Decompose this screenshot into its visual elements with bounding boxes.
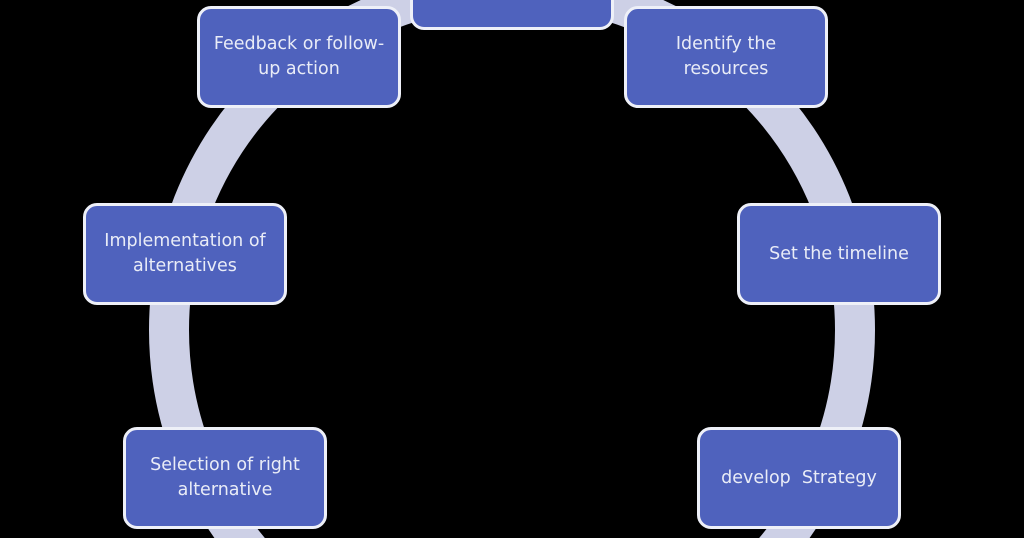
node-label: develop Strategy [721,467,877,488]
node-label: Set the timeline [769,243,909,264]
cycle-node-selection: Selection of right alternative [123,427,327,529]
cycle-node-feedback: Feedback or follow-up action [197,6,401,108]
node-label: Feedback or follow-up action [213,34,385,79]
node-label: Implementation of alternatives [104,231,266,276]
cycle-node-develop-strategy: develop Strategy [697,427,901,529]
node-label: Identify the resources [675,34,777,79]
cycle-node-identify-resources: Identify the resources [624,6,828,108]
node-label: Selection of right alternative [150,455,300,500]
cycle-node-set-timeline: Set the timeline [737,203,941,305]
cycle-node-implementation: Implementation of alternatives [83,203,287,305]
cycle-node-top [410,0,614,30]
